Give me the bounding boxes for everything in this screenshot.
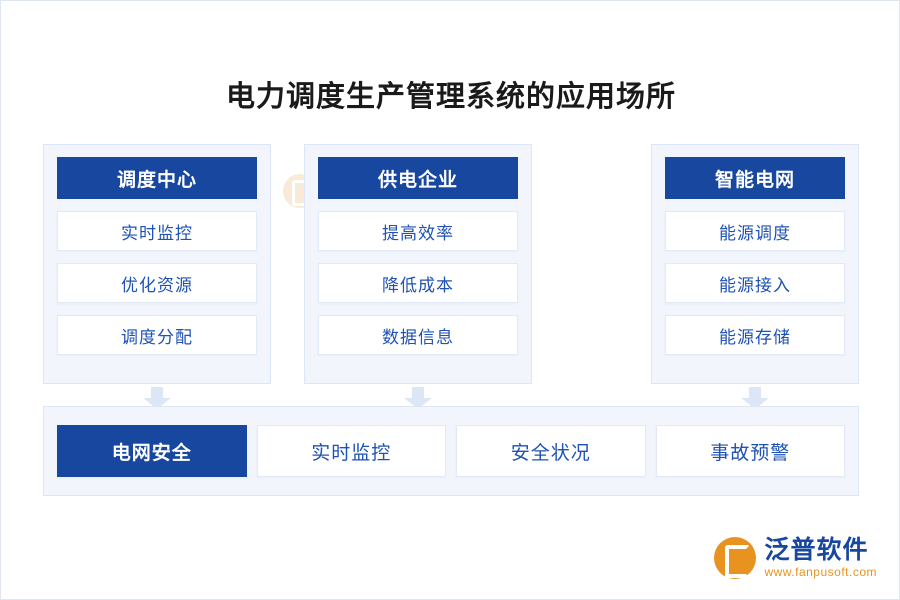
column-smart-grid: 智能电网 能源调度 能源接入 能源存储 bbox=[651, 144, 859, 384]
column-item[interactable]: 优化资源 bbox=[57, 263, 257, 303]
brand-logo: 泛普软件 www.fanpusoft.com bbox=[714, 537, 877, 579]
bottom-row-grid-safety: 电网安全 实时监控 安全状况 事故预警 bbox=[43, 406, 859, 496]
column-item[interactable]: 数据信息 bbox=[318, 315, 518, 355]
bottom-item[interactable]: 实时监控 bbox=[256, 425, 446, 477]
brand-text: 泛普软件 www.fanpusoft.com bbox=[764, 537, 877, 579]
column-item[interactable]: 降低成本 bbox=[318, 263, 518, 303]
arrow-stem bbox=[412, 387, 424, 398]
column-dispatch-center: 调度中心 实时监控 优化资源 调度分配 bbox=[43, 144, 271, 384]
column-item[interactable]: 能源存储 bbox=[665, 315, 845, 355]
column-power-supply-enterprise: 供电企业 提高效率 降低成本 数据信息 bbox=[304, 144, 532, 384]
bottom-header: 电网安全 bbox=[57, 425, 247, 477]
bottom-item[interactable]: 安全状况 bbox=[456, 425, 646, 477]
arrow-head bbox=[741, 398, 769, 409]
arrow-stem bbox=[749, 387, 761, 398]
arrow-stem bbox=[151, 387, 163, 398]
column-header: 智能电网 bbox=[665, 157, 845, 199]
column-header: 供电企业 bbox=[318, 157, 518, 199]
column-header: 调度中心 bbox=[57, 157, 257, 199]
column-item[interactable]: 提高效率 bbox=[318, 211, 518, 251]
fanpu-logo-icon bbox=[714, 537, 757, 579]
arrow-head bbox=[404, 398, 432, 409]
brand-name: 泛普软件 bbox=[764, 536, 869, 565]
arrow-down-icon bbox=[404, 387, 432, 409]
column-item[interactable]: 能源调度 bbox=[665, 211, 845, 251]
column-item[interactable]: 能源接入 bbox=[665, 263, 845, 303]
bottom-item[interactable]: 事故预警 bbox=[655, 425, 845, 477]
arrow-down-icon bbox=[741, 387, 769, 409]
arrow-down-icon bbox=[143, 387, 171, 409]
arrow-head bbox=[143, 398, 171, 409]
column-item[interactable]: 实时监控 bbox=[57, 211, 257, 251]
column-item[interactable]: 调度分配 bbox=[57, 315, 257, 355]
brand-url: www.fanpusoft.com bbox=[764, 565, 877, 580]
page-title: 电力调度生产管理系统的应用场所 bbox=[225, 81, 676, 113]
